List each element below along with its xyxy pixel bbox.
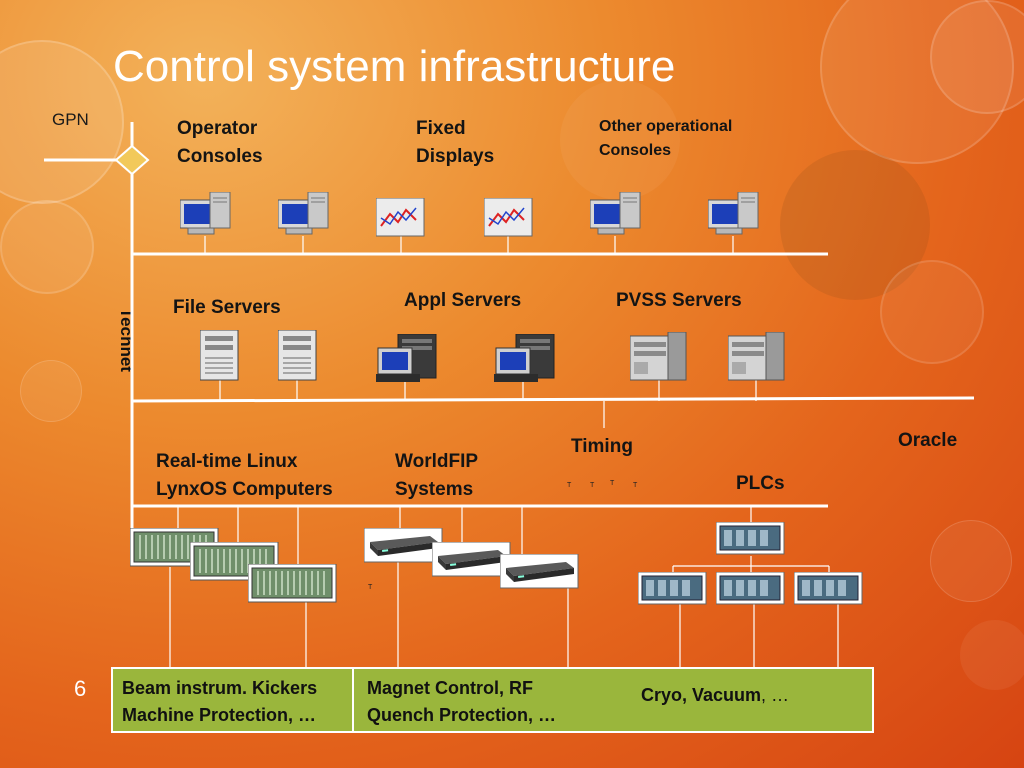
monitor-icon	[277, 191, 330, 241]
monitor-icon	[179, 191, 232, 241]
page-number: 6	[74, 676, 87, 701]
workstation-icon	[376, 333, 438, 389]
monitor-icon	[589, 191, 642, 241]
systems-middle-text: Magnet Control, RF Quench Protection, …	[367, 678, 557, 725]
oracle-label: Oracle	[898, 430, 958, 451]
operator-consoles-label: Operator Consoles	[177, 118, 263, 167]
realtime-label: Real-time Linux LynxOS Computers	[156, 451, 333, 500]
fixed-displays-label: Fixed Displays	[416, 118, 495, 167]
plc-module-icon	[715, 521, 786, 561]
vme-crate-icon	[247, 563, 338, 609]
rack-unit-icon	[431, 541, 512, 583]
appl-servers-label: Appl Servers	[404, 290, 522, 311]
timing-mark: T	[567, 482, 572, 489]
gpn-label: GPN	[52, 110, 89, 129]
plc-module-icon	[715, 571, 786, 611]
timing-mark: T	[590, 482, 595, 489]
server-tower-icon	[199, 329, 240, 387]
plc-module-icon	[793, 571, 864, 611]
server-pc-icon	[727, 331, 786, 387]
chart-display-icon	[375, 197, 426, 243]
systems-box: Beam instrum. Kickers Machine Protection…	[111, 667, 874, 733]
workstation-icon	[494, 333, 556, 389]
timing-mark: T	[610, 480, 615, 487]
slide-title: Control system infrastructure	[113, 42, 676, 91]
plc-module-icon	[637, 571, 708, 611]
pvss-servers-label: PVSS Servers	[616, 290, 742, 311]
rack-unit-icon	[363, 527, 444, 569]
rack-unit-icon	[499, 553, 580, 595]
worldfip-timing-mark: T	[368, 584, 373, 591]
timing-mark: T	[633, 482, 638, 489]
server-pc-icon	[629, 331, 688, 387]
timing-label: Timing	[571, 436, 633, 457]
systems-left-text: Beam instrum. Kickers Machine Protection…	[122, 678, 318, 725]
monitor-icon	[707, 191, 760, 241]
server-tower-icon	[277, 329, 318, 387]
chart-display-icon	[483, 197, 534, 243]
systems-right-text: Cryo, Vacuum, …	[641, 685, 790, 705]
worldfip-label: WorldFIP Systems	[395, 451, 479, 500]
plcs-label: PLCs	[736, 473, 785, 494]
other-consoles-label: Other operational Consoles	[599, 118, 733, 159]
file-servers-label: File Servers	[173, 297, 281, 318]
vme-crate-icon	[129, 527, 220, 573]
systems-divider	[352, 669, 354, 731]
